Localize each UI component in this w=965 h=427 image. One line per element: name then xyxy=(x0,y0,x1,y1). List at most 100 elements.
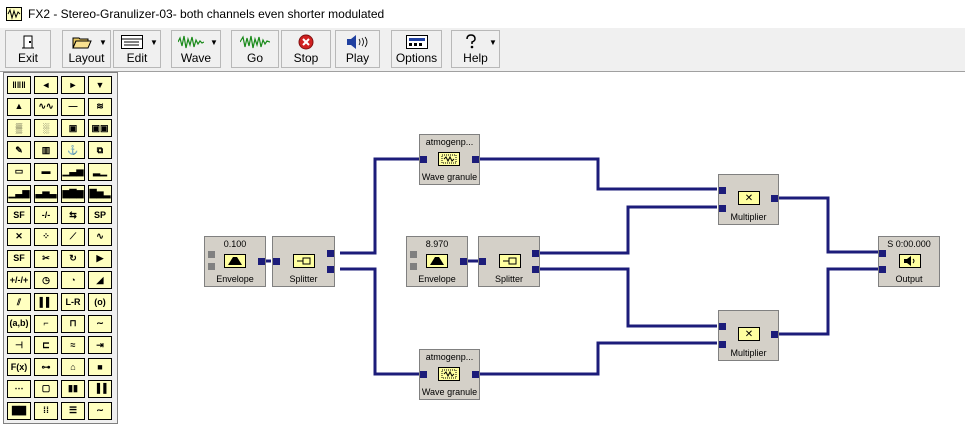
input-port[interactable] xyxy=(208,251,215,258)
palette-slash-bars-icon[interactable]: ⫽ xyxy=(7,293,31,311)
palette-bars-rise-icon[interactable]: ▁▃▆ xyxy=(7,184,31,203)
palette-sf-icon[interactable]: SF xyxy=(7,206,31,225)
input-port[interactable] xyxy=(719,205,726,212)
output-port[interactable] xyxy=(327,250,334,257)
help-button[interactable]: ▼ Help xyxy=(451,30,500,68)
input-port[interactable] xyxy=(420,371,427,378)
palette-clock-alt-icon[interactable]: ◔ xyxy=(61,271,85,290)
palette-parallel-icon[interactable]: ⇆ xyxy=(61,206,85,225)
palette-rounded-icon[interactable]: ▢ xyxy=(34,379,58,398)
palette-bars-dense-icon[interactable]: ▮▮ xyxy=(61,379,85,398)
input-port[interactable] xyxy=(208,263,215,270)
palette-noise-icon[interactable]: ≋ xyxy=(88,97,112,116)
palette-waveform-icon[interactable]: ∿∿ xyxy=(34,97,58,116)
input-port[interactable] xyxy=(879,266,886,273)
palette-list-icon[interactable]: ☰ xyxy=(61,401,85,420)
output-port[interactable] xyxy=(532,250,539,257)
palette-lr-icon[interactable]: L-R xyxy=(61,293,85,311)
input-port[interactable] xyxy=(420,156,427,163)
palette-anchor-icon[interactable]: ⚓ xyxy=(61,141,85,160)
palette-quarter-icon[interactable]: +/-/+ xyxy=(7,271,31,290)
palette-arrow-left-icon[interactable]: ◄ xyxy=(34,76,58,94)
wave-granule-module-1[interactable]: atmogenp... Wave granule xyxy=(419,134,480,185)
output-module[interactable]: S 0:00.000 Output xyxy=(878,236,940,287)
play-button[interactable]: Play xyxy=(335,30,380,68)
palette-slope-icon[interactable]: ◢ xyxy=(88,271,112,290)
palette-pulse-icon[interactable]: ⊓ xyxy=(61,314,85,333)
palette-flat-line-icon[interactable]: — xyxy=(61,97,85,116)
palette-step-icon[interactable]: ⌐ xyxy=(34,314,58,333)
palette-bars-mid-icon[interactable]: ▃▅▃ xyxy=(34,184,58,203)
palette-folder-icon[interactable]: ⌂ xyxy=(61,358,85,377)
palette-monitor-dark-icon[interactable]: ▬ xyxy=(34,162,58,181)
palette-wave-b-icon[interactable]: ≈ xyxy=(61,336,85,355)
output-port[interactable] xyxy=(327,266,334,273)
edit-button[interactable]: ▼ Edit xyxy=(113,30,161,68)
palette-shift-icon[interactable]: ⇥ xyxy=(88,336,112,355)
palette-arrow-down-icon[interactable]: ▼ xyxy=(88,76,112,94)
wave-button[interactable]: ▼ Wave xyxy=(171,30,221,68)
output-port[interactable] xyxy=(460,258,467,265)
input-port[interactable] xyxy=(719,341,726,348)
palette-bars-high-icon[interactable]: ▆▇▆ xyxy=(61,184,85,203)
envelope-module-2[interactable]: 8.970 Envelope xyxy=(406,236,468,287)
patch-canvas[interactable]: 0.100 Envelope Splitter atmogenp... Wave… xyxy=(120,72,965,427)
palette-dotted-grid-icon[interactable]: ⁞⁞ xyxy=(34,401,58,420)
palette-keyboard-icon[interactable]: ▥ xyxy=(34,141,58,160)
input-port[interactable] xyxy=(273,258,280,265)
palette-wave-curve-icon[interactable]: ∼ xyxy=(88,401,112,420)
palette-bars-low-icon[interactable]: ▂▁ xyxy=(88,162,112,181)
palette-grain-icon[interactable]: ░ xyxy=(34,119,58,138)
output-port[interactable] xyxy=(771,331,778,338)
palette-ramp-icon[interactable]: ⟋ xyxy=(61,227,85,246)
palette-decay-bars-icon[interactable]: ▇▅▂ xyxy=(88,184,112,203)
wave-granule-module-2[interactable]: atmogenp... Wave granule xyxy=(419,349,480,400)
palette-monitor-icon[interactable]: ▭ xyxy=(7,162,31,181)
palette-envelope-icon[interactable]: ▲ xyxy=(7,97,31,116)
palette-dotted-icon[interactable]: ⁘ xyxy=(34,227,58,246)
output-port[interactable] xyxy=(771,195,778,202)
palette-dots-icon[interactable]: ⋯ xyxy=(7,379,31,398)
input-port[interactable] xyxy=(410,251,417,258)
output-port[interactable] xyxy=(472,371,479,378)
input-port[interactable] xyxy=(719,187,726,194)
palette-loop-icon[interactable]: ↻ xyxy=(61,249,85,268)
input-port[interactable] xyxy=(879,250,886,257)
palette-sf-dark-icon[interactable]: SF xyxy=(7,249,31,268)
output-port[interactable] xyxy=(532,266,539,273)
stop-button[interactable]: Stop xyxy=(281,30,331,68)
input-port[interactable] xyxy=(479,258,486,265)
palette-bars-icon[interactable]: ‖‖‖ xyxy=(7,76,31,94)
palette-clip-icon[interactable]: ⧉ xyxy=(88,141,112,160)
palette-wave-small-icon[interactable]: ∿ xyxy=(88,227,112,246)
input-port[interactable] xyxy=(410,263,417,270)
layout-button[interactable]: ▼ Layout xyxy=(62,30,111,68)
output-port[interactable] xyxy=(258,258,265,265)
palette-scissors-icon[interactable]: ✂ xyxy=(34,249,58,268)
input-port[interactable] xyxy=(719,323,726,330)
palette-sine-icon[interactable]: ∼ xyxy=(88,314,112,333)
multiplier-module-2[interactable]: ✕ Multiplier xyxy=(718,310,779,361)
palette-pen-icon[interactable]: ✎ xyxy=(7,141,31,160)
palette-disk-icon[interactable]: ▣ xyxy=(61,119,85,138)
splitter-module-2[interactable]: Splitter xyxy=(478,236,540,287)
palette-f-x-icon[interactable]: F(x) xyxy=(7,358,31,377)
output-port[interactable] xyxy=(472,156,479,163)
splitter-module-1[interactable]: Splitter xyxy=(272,236,335,287)
go-button[interactable]: Go xyxy=(231,30,279,68)
palette-bars-alt-icon[interactable]: ▌▌ xyxy=(34,293,58,311)
palette-pattern-icon[interactable]: ▒ xyxy=(7,119,31,138)
palette-play-triangle-icon[interactable]: ▶ xyxy=(88,249,112,268)
palette-arrow-right-icon[interactable]: ► xyxy=(61,76,85,94)
palette-ab-icon[interactable]: (a,b) xyxy=(7,314,31,333)
envelope-module-1[interactable]: 0.100 Envelope xyxy=(204,236,266,287)
palette-split-a-icon[interactable]: ⊣ xyxy=(7,336,31,355)
palette-columns-icon[interactable]: ▐▐ xyxy=(88,379,112,398)
palette-multiply-icon[interactable]: ✕ xyxy=(7,227,31,246)
palette-square-icon[interactable]: ■ xyxy=(88,358,112,377)
palette-disk-dual-icon[interactable]: ▣▣ xyxy=(88,119,112,138)
palette-circle-icon[interactable]: (o) xyxy=(88,293,112,311)
palette-split-b-icon[interactable]: ⊏ xyxy=(34,336,58,355)
palette-histogram-icon[interactable]: ▁▃▅ xyxy=(61,162,85,181)
palette-clock-icon[interactable]: ◷ xyxy=(34,271,58,290)
